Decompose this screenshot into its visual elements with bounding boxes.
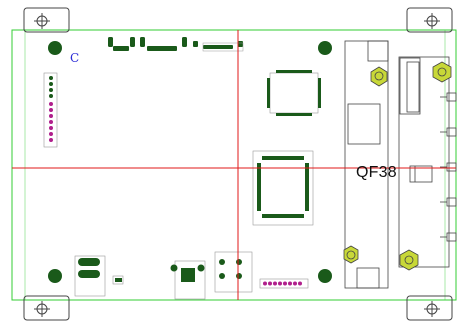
top-connector-outline xyxy=(202,42,244,52)
qf38-component xyxy=(409,165,433,183)
left-pin-header xyxy=(43,72,58,148)
mounting-bracket-bottom-right xyxy=(406,295,453,321)
bottom-left-connector xyxy=(74,255,124,297)
hex-nut-icon xyxy=(370,66,388,87)
marker-c-label: C xyxy=(70,51,80,65)
right-module xyxy=(344,40,389,289)
hex-nut-icon xyxy=(432,61,452,83)
mounting-pad-tr xyxy=(318,41,332,55)
mounting-pad-tl xyxy=(48,41,62,55)
right-edge-pins xyxy=(440,92,457,242)
qfp-chip-middle xyxy=(252,150,314,226)
mounting-bracket-top-right xyxy=(406,7,453,33)
part-ref-label: QF38 xyxy=(356,164,397,181)
mounting-pad-bl xyxy=(48,269,62,283)
mounting-bracket-top-left xyxy=(23,7,70,33)
qfp-chip-top xyxy=(267,70,321,116)
hex-nut-icon xyxy=(343,245,359,264)
hex-nut-icon xyxy=(399,249,419,271)
top-connector-row xyxy=(108,37,243,51)
bottom-pin-header xyxy=(259,278,309,289)
usb-connector xyxy=(170,260,206,300)
mounting-pad-br xyxy=(318,269,332,283)
crosshair-icon xyxy=(12,30,456,300)
mounting-bracket-bottom-left xyxy=(23,295,70,321)
board-outline-inner xyxy=(24,29,446,301)
right-edge-connector xyxy=(398,56,450,268)
rj-connector xyxy=(214,251,253,293)
